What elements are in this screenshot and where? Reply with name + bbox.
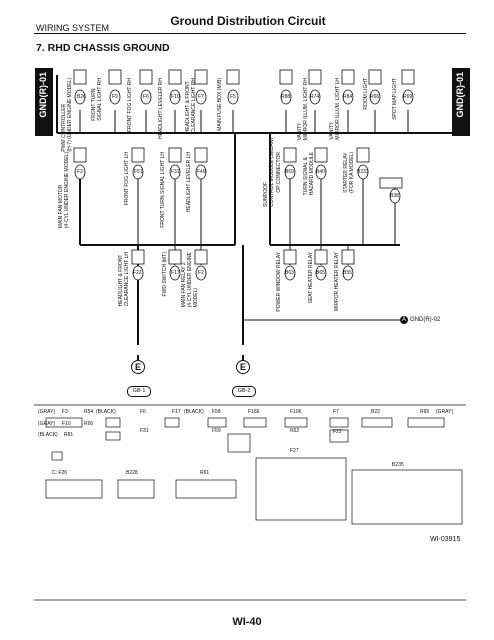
label-starter-relay: STARTER RELAY (FOR KA MODEL) bbox=[343, 152, 355, 193]
legend-f27: F27 bbox=[290, 448, 299, 454]
header-rule bbox=[34, 33, 466, 34]
label-fwd-switch: FWD SWITCH (MT) bbox=[162, 252, 168, 297]
ground-gb2-label: GB-2 bbox=[232, 386, 256, 397]
label-mirror-heater-relay: MIRROR HEATER RELAY bbox=[334, 252, 340, 311]
legend-f22: F22 bbox=[333, 429, 342, 435]
legend-b22: B22 bbox=[371, 409, 380, 415]
conn-b65: B65 bbox=[316, 270, 325, 276]
conn-r66: R66 bbox=[370, 94, 380, 100]
label-front-turn-rh: FRONT TURN SIGNAL LIGHT RH bbox=[91, 78, 103, 121]
conn-b63: B63 bbox=[285, 270, 294, 276]
legend-b235: B235 bbox=[392, 462, 404, 468]
label-front-turn-lh: FRONT TURN SIGNAL LIGHT LH bbox=[160, 152, 166, 228]
label-sunroof: SUNROOF CONTROL MODULE (SEDAN) bbox=[263, 138, 275, 207]
legend-f3: F3 bbox=[62, 409, 68, 415]
label-room-light: ROOM LIGHT bbox=[363, 78, 369, 110]
label-vanity-lh: VANITY MIRROR ILLUM. LIGHT LH bbox=[329, 78, 341, 140]
figure-code: WI-03915 bbox=[430, 536, 461, 543]
label-pwm-controller: PWM CONTROLLER (H-7) (UNDER ENGINE MODEL… bbox=[61, 78, 73, 152]
label-headlight-rh: HEADLIGHT & FRONT CLEARANCE LIGHT RH bbox=[185, 78, 197, 134]
legend-r66: R66 bbox=[84, 421, 94, 427]
system-title: WIRING SYSTEM bbox=[36, 23, 110, 33]
page-title: Ground Distribution Circuit bbox=[170, 14, 326, 28]
legend-f106: F106 bbox=[290, 409, 302, 415]
section-title: 7. RHD CHASSIS GROUND bbox=[36, 42, 170, 54]
label-seat-heater-relay: SEAT HEATER RELAY bbox=[308, 252, 314, 304]
label-headlight-lh: HEADLIGHT & FRONT CLEARANCE LIGHT LH bbox=[118, 252, 130, 307]
label-spot-map: SPOT MAP LIGHT bbox=[392, 78, 398, 120]
conn-f51: F51 bbox=[134, 169, 143, 175]
legend-f7: F7 bbox=[333, 409, 339, 415]
legend-r81: R81 bbox=[64, 432, 74, 438]
label-main-fan-relay: MAIN FAN RELAY 2 (4-CYL UNDER ENGINE MOD… bbox=[181, 252, 199, 308]
legend-r54: R54 bbox=[84, 409, 94, 415]
label-front-fog-lh: FRONT FOG LIGHT LH bbox=[124, 152, 130, 206]
legend-f26: C: F26 bbox=[52, 470, 68, 476]
conn-f17: F17 bbox=[171, 270, 180, 276]
conn-f10: F10 bbox=[171, 94, 180, 100]
conn-r84: R84 bbox=[343, 94, 353, 100]
label-main-fuse-box: MAIN FUSE BOX (M/B) bbox=[217, 78, 223, 131]
legend-gray-1: (GRAY) bbox=[38, 409, 56, 415]
page-number: WI-40 bbox=[232, 616, 262, 628]
ground-e-symbol-2: E bbox=[236, 360, 250, 374]
cross-ref-a-icon: A bbox=[400, 316, 408, 324]
conn-b233: B233 bbox=[357, 169, 369, 175]
legend-r65: R65 bbox=[420, 409, 430, 415]
legend-black-1: (BLACK) bbox=[96, 409, 116, 415]
label-turn-hazard: TURN SIGNAL & HAZARD MODULE bbox=[303, 152, 315, 196]
legend-black-3: (BLACK) bbox=[38, 432, 58, 438]
label-main-fan-motor: MAIN FAN MOTOR (4-CYL UNDER ENGINE MODEL… bbox=[58, 152, 70, 229]
label-front-fog-rh: FRONT FOG LIGHT RH bbox=[127, 78, 133, 132]
legend-f17: F17 bbox=[172, 409, 181, 415]
conn-f31: F31 bbox=[171, 169, 180, 175]
conn-r69: R69 bbox=[403, 94, 413, 100]
conn-f7: F7 bbox=[198, 94, 204, 100]
label-op-connector: OP CONNECTOR bbox=[276, 152, 282, 193]
legend-r61: R61 bbox=[200, 470, 210, 476]
ground-e-symbol-1: E bbox=[131, 360, 145, 374]
label-headlight-leveler-lh: HEADLIGHT LEVELER LH bbox=[186, 152, 192, 213]
conn-b26: B26 bbox=[77, 94, 86, 100]
conn-b55: B55 bbox=[343, 270, 352, 276]
conn-b40: B40 bbox=[316, 169, 325, 175]
legend-f31: F31 bbox=[140, 428, 149, 434]
legend-f10: F10 bbox=[62, 421, 71, 427]
legend-f58: F58 bbox=[212, 409, 221, 415]
cross-ref-target: GND(R)-02 bbox=[410, 317, 441, 323]
conn-f9: F9 bbox=[112, 94, 118, 100]
legend-f6: F6 bbox=[140, 409, 146, 415]
ground-tag-right: GND(R)-01 bbox=[452, 68, 470, 136]
legend-black-2: (BLACK) bbox=[184, 409, 204, 415]
legend-gray-2: (GRAY) bbox=[436, 409, 454, 415]
conn-b69: B69 bbox=[285, 169, 294, 175]
legend-f59: F59 bbox=[212, 428, 221, 434]
legend-r62: R62 bbox=[290, 428, 300, 434]
legend-gray-3: (GRAY) bbox=[38, 421, 56, 427]
legend-f166: F166 bbox=[248, 409, 260, 415]
conn-f5: F5 bbox=[230, 94, 236, 100]
conn-r88: R88 bbox=[281, 94, 291, 100]
legend-b228: B228 bbox=[126, 470, 138, 476]
conn-f22: F22 bbox=[133, 270, 142, 276]
ground-gb1-label: GB-1 bbox=[127, 386, 151, 397]
ground-tag-left: GND(R)-01 bbox=[35, 68, 53, 136]
conn-f3: F3 bbox=[77, 169, 83, 175]
conn-r74: R74 bbox=[310, 94, 320, 100]
conn-b38: B38 bbox=[390, 193, 399, 199]
label-vanity-rh: VANITY MIRROR ILLUM. LIGHT RH bbox=[297, 78, 309, 141]
conn-f6: F6 bbox=[143, 94, 149, 100]
conn-f2: F2 bbox=[198, 270, 204, 276]
label-headlight-leveler-rh: HEADLIGHT LEVELER RH bbox=[158, 78, 164, 140]
conn-f49: F49 bbox=[197, 169, 206, 175]
label-power-window-relay: POWER WINDOW RELAY bbox=[276, 252, 282, 312]
